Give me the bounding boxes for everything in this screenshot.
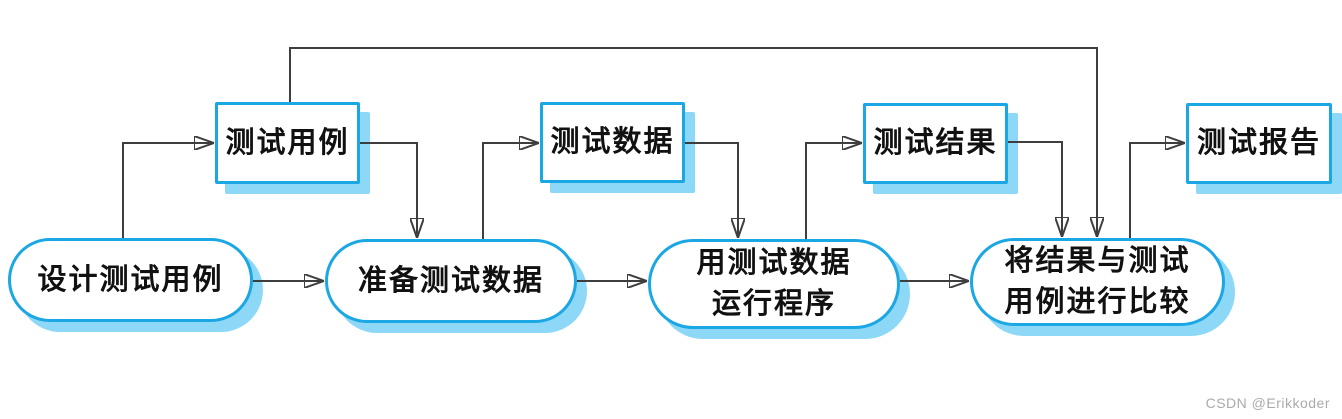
process-label-line: 用测试数据 — [696, 247, 852, 279]
connector-run-to-testresult — [805, 143, 860, 239]
process-label-line: 准备测试数据 — [357, 264, 544, 297]
connector-compare-to-testreport — [1129, 143, 1183, 238]
process-label-line: 将结果与测试 — [1004, 245, 1191, 277]
connector-design-to-testcase — [122, 143, 212, 238]
artifact-label: 测试结果 — [873, 127, 998, 159]
connector-testcase-to-prepare — [360, 142, 417, 236]
process-label-line: 设计测试用例 — [37, 263, 224, 296]
artifact-label: 测试数据 — [550, 126, 675, 158]
artifact-test-report: 测试报告 — [1186, 103, 1332, 184]
process-design-test-cases: 设计测试用例 — [8, 238, 253, 322]
connector-testresult-to-compare — [1008, 141, 1062, 235]
process-label-line: 用例进行比较 — [1004, 286, 1191, 318]
artifact-label: 测试用例 — [225, 126, 350, 159]
watermark: CSDN @Erikkoder — [1205, 395, 1330, 411]
artifact-test-result: 测试结果 — [863, 103, 1008, 184]
process-compare-results-with-test-cases: 将结果与测试 用例进行比较 — [970, 238, 1225, 326]
connector-testdata-to-run — [685, 142, 738, 236]
artifact-test-cases: 测试用例 — [215, 102, 360, 184]
process-run-program-with-test-data: 用测试数据 运行程序 — [648, 239, 900, 329]
process-prepare-test-data: 准备测试数据 — [325, 239, 577, 323]
connector-prepare-to-testdata — [482, 143, 537, 239]
artifact-label: 测试报告 — [1196, 127, 1321, 159]
artifact-test-data: 测试数据 — [540, 102, 685, 183]
process-label-line: 运行程序 — [711, 288, 836, 320]
